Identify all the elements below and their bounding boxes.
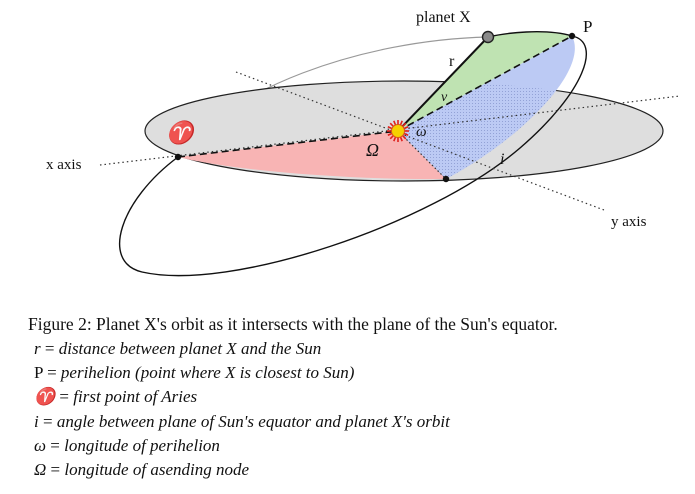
sun-icon xyxy=(387,120,409,142)
label-inclination: i xyxy=(500,151,504,168)
sun-node-line xyxy=(397,130,447,180)
label-r: r xyxy=(449,53,455,70)
definition-text: longitude of asending node xyxy=(64,460,250,480)
label-nu: ν xyxy=(441,90,448,105)
definition-symbol: ω xyxy=(34,435,47,455)
definition-text: distance between planet X and the Sun xyxy=(58,339,322,358)
perihelion-sector-dots xyxy=(398,81,575,179)
definition-text: perihelion (point where X is closest to … xyxy=(60,363,355,383)
definition-symbol: Ω xyxy=(34,460,47,480)
sun-perihelion-line xyxy=(397,35,573,132)
definition-perihelion: P = perihelion (point where X is closest… xyxy=(34,363,355,383)
label-planet-x: planet X xyxy=(416,9,471,26)
definition-text: angle between plane of Sun's equator and… xyxy=(56,411,450,431)
label-aries: ♈ xyxy=(166,120,198,145)
radius-vector xyxy=(397,36,489,132)
x-axis-line xyxy=(99,95,681,166)
label-y-axis: y axis xyxy=(611,214,647,230)
definition-aries: ♈ = first point of Aries xyxy=(34,387,198,407)
planet-x-icon xyxy=(481,30,495,44)
definition-text: longitude of perihelion xyxy=(64,435,220,455)
definition-inclination: i = angle between plane of Sun's equator… xyxy=(34,411,450,431)
line-of-nodes xyxy=(177,130,399,158)
perihelion-point xyxy=(568,32,576,40)
definition-r: r = distance between planet X and the Su… xyxy=(34,339,322,358)
figure-caption: Figure 2: Planet X's orbit as it interse… xyxy=(28,311,688,482)
definition-symbol: P xyxy=(34,363,43,383)
label-Omega: Ω xyxy=(366,140,379,160)
definition-omega-small: ω = longitude of perihelion xyxy=(34,435,220,455)
node-sector xyxy=(178,131,446,180)
ascending-node-point xyxy=(442,175,450,183)
definition-symbol: i xyxy=(34,411,39,431)
definition-symbol: ♈ xyxy=(34,387,56,407)
label-omega-small: ω xyxy=(416,124,427,140)
definition-text: first point of Aries xyxy=(73,387,198,407)
descending-node-point xyxy=(174,153,182,161)
definition-Omega: Ω = longitude of asending node xyxy=(34,460,250,480)
caption-title: Figure 2: Planet X's orbit as it interse… xyxy=(28,314,558,334)
orbit-diagram: planet X P r ν ω Ω ♈ i x axis y axis xyxy=(46,9,681,277)
label-perihelion: P xyxy=(583,17,592,36)
true-anomaly-sector xyxy=(398,31,572,131)
label-x-axis: x axis xyxy=(46,157,82,173)
definition-symbol: r xyxy=(34,339,41,358)
